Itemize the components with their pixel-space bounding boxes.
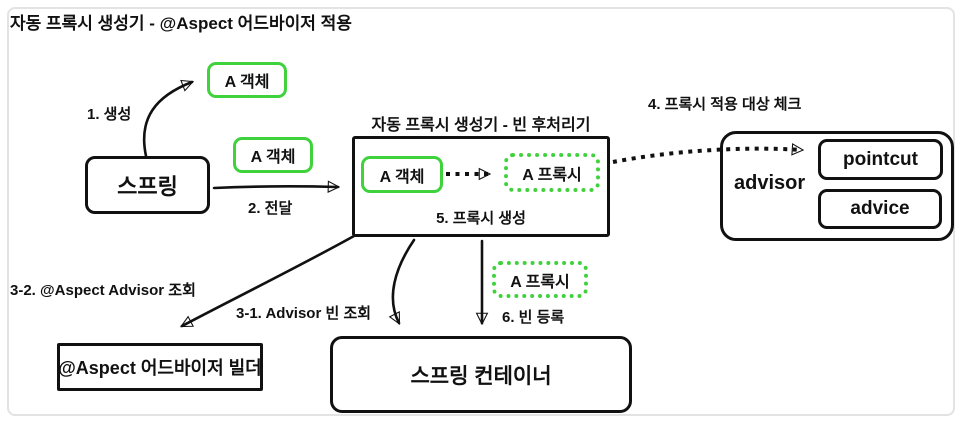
node-advice: advice [818,189,942,229]
advisor-label: advisor [734,172,806,194]
node-a-object-inner: A 객체 [361,156,443,193]
node-a-object-created: A 객체 [207,62,287,98]
label-step4-check-target: 4. 프록시 적용 대상 체크 [648,96,802,113]
node-a-proxy-registering: A 프록시 [492,261,588,298]
label-step5-proxy-create: 5. 프록시 생성 [436,210,526,227]
node-spring-container: 스프링 컨테이너 [330,336,632,413]
node-spring: 스프링 [85,156,210,214]
label-post-processor-title: 자동 프록시 생성기 - 빈 후처리기 [371,117,591,134]
node-a-object-passing: A 객체 [233,137,313,173]
label-step6-register-bean: 6. 빈 등록 [502,309,565,326]
label-step1-create: 1. 생성 [87,106,132,123]
page-title: 자동 프록시 생성기 - @Aspect 어드바이저 적용 [10,14,352,33]
label-step3-1-advisor-bean-lookup: 3-1. Advisor 빈 조회 [236,305,372,322]
label-step3-2-aspect-advisor-lookup: 3-2. @Aspect Advisor 조회 [10,282,196,299]
label-step2-pass: 2. 전달 [248,200,293,217]
outer-frame [7,7,955,416]
node-a-proxy-inner: A 프록시 [504,153,600,192]
node-pointcut: pointcut [818,139,943,180]
node-aspect-advisor-builder: @Aspect 어드바이저 빌더 [57,343,263,391]
